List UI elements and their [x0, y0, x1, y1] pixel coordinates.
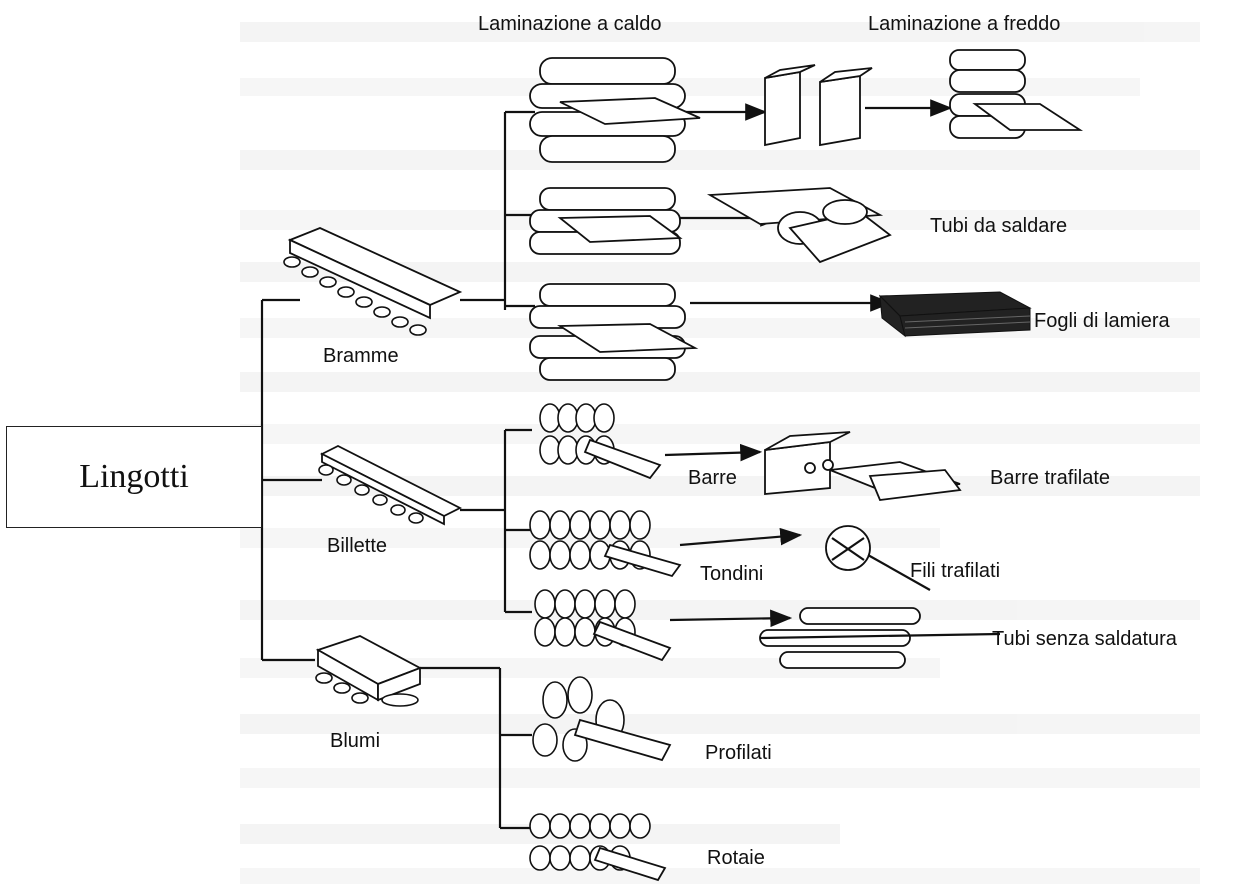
label-billette: Billette — [327, 535, 387, 557]
label-barre: Barre — [688, 467, 737, 489]
cold-rolling-stands — [765, 65, 872, 145]
sheet-stack — [880, 292, 1030, 336]
label-tondini: Tondini — [700, 563, 763, 585]
blumi-illustration — [316, 636, 420, 706]
label-cold-rolling: Laminazione a freddo — [868, 13, 1060, 35]
label-tubi-da-saldare: Tubi da saldare — [930, 215, 1067, 237]
label-profilati: Profilati — [705, 742, 772, 764]
label-hot-rolling: Laminazione a caldo — [478, 13, 661, 35]
label-fogli-di-lamiera: Fogli di lamiera — [1034, 310, 1170, 332]
label-bramme: Bramme — [323, 345, 399, 367]
label-fili-trafilati: Fili trafilati — [910, 560, 1000, 582]
label-barre-trafilate: Barre trafilate — [990, 467, 1110, 489]
label-rotaie: Rotaie — [707, 847, 765, 869]
hot-rolling-mill — [530, 58, 700, 162]
label-blumi: Blumi — [330, 730, 380, 752]
lingotti-box: Lingotti — [6, 426, 262, 528]
label-tubi-senza-saldatura: Tubi senza saldatura — [992, 628, 1178, 650]
lingotti-label: Lingotti — [79, 458, 189, 496]
